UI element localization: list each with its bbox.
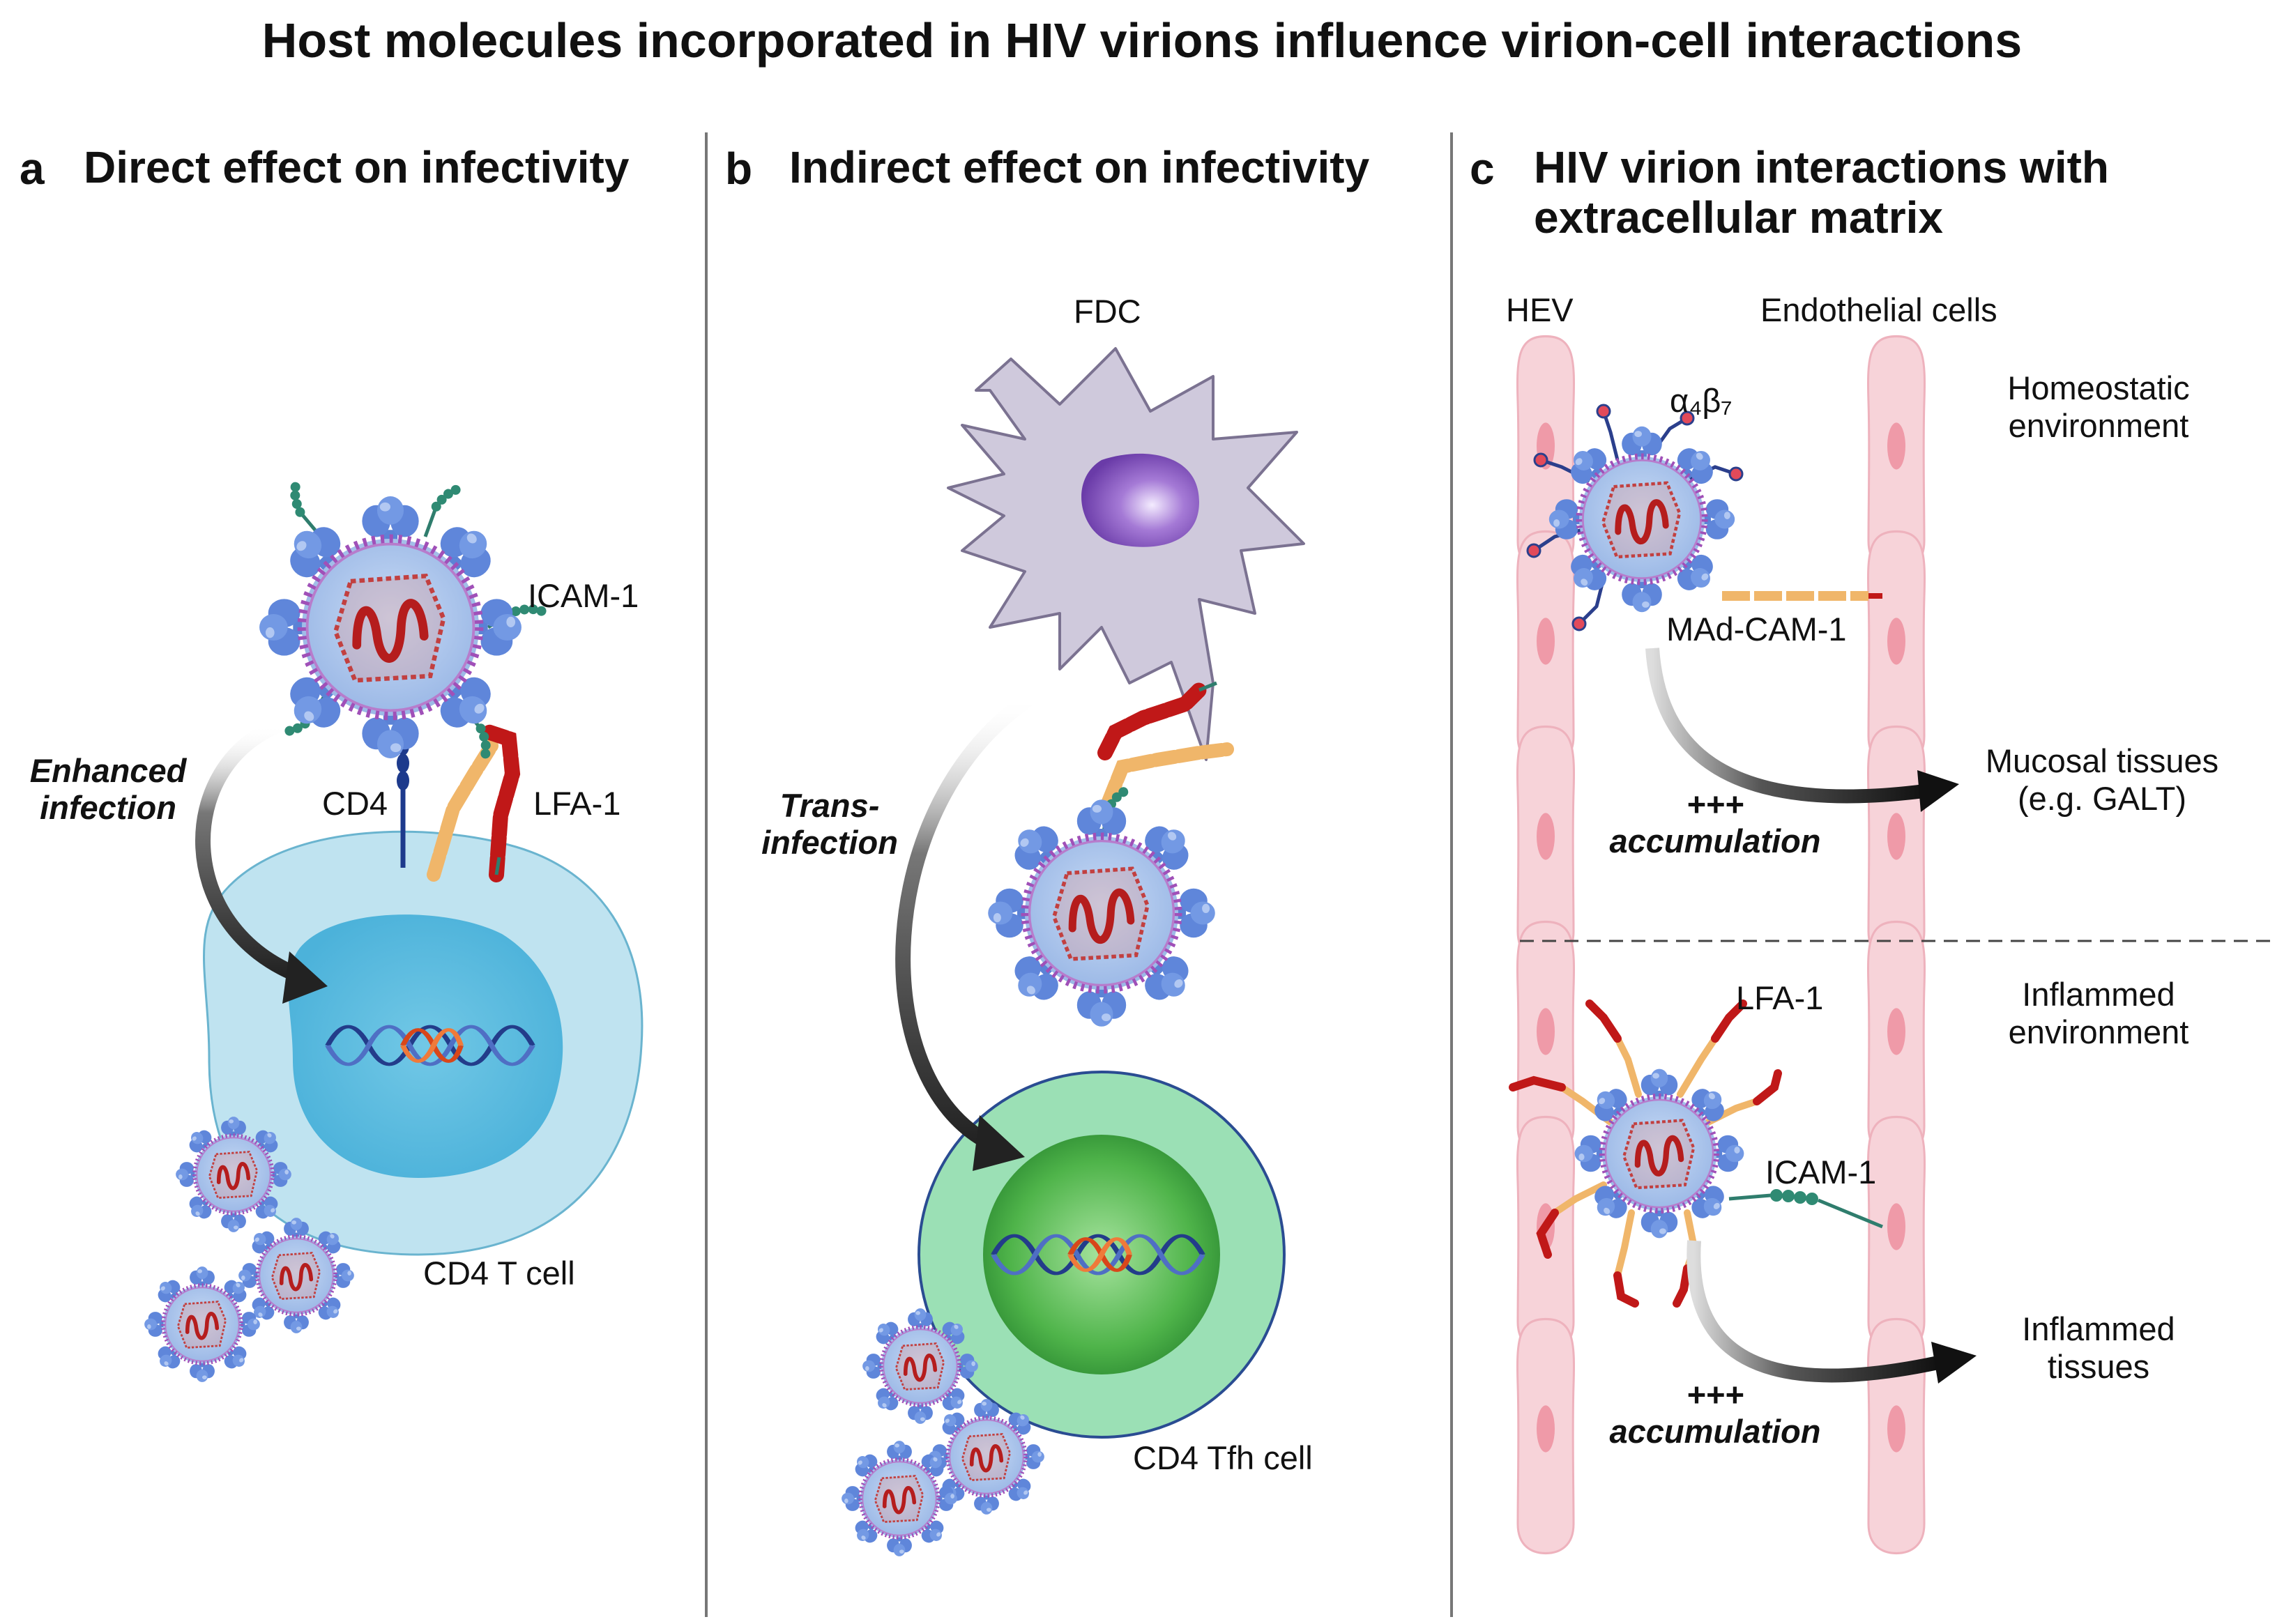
hiv-virion-main xyxy=(259,480,548,760)
enhanced-infection-line1: Enhanced xyxy=(29,752,187,789)
icam1-bridge xyxy=(1728,1189,1883,1229)
lfa1-label-a: LFA-1 xyxy=(533,785,621,822)
panel-c-letter: c xyxy=(1470,144,1495,194)
panel-c-heading-line2: extracellular matrix xyxy=(1534,192,1943,243)
inflamed-environment-label: Inflammed environment xyxy=(1973,976,2224,1051)
icam1-label-a: ICAM-1 xyxy=(528,577,639,614)
mucosal-tissues-label: Mucosal tissues (e.g. GALT) xyxy=(1949,742,2255,818)
inflamed-tissues-line1: Inflammed xyxy=(2022,1310,2175,1347)
fdc-lfa1 xyxy=(1097,681,1234,809)
panel-b-heading: Indirect effect on infectivity xyxy=(789,142,1370,192)
panel-c-artwork xyxy=(1509,335,2274,1555)
virion-lfa1 xyxy=(1509,999,1782,1308)
inflamed-tissues-label: Inflammed tissues xyxy=(1973,1310,2224,1386)
panel-a-artwork xyxy=(144,480,644,1382)
accumulation-2-line2: accumulation xyxy=(1609,1412,1821,1450)
virion-a4b7 xyxy=(1526,404,1744,631)
fdc-label: FDC xyxy=(1074,293,1141,330)
inflamed-env-line1: Inflammed xyxy=(2022,976,2175,1013)
mucosal-line1: Mucosal tissues xyxy=(1985,742,2219,779)
accumulation-label-1: +++ accumulation xyxy=(1583,786,1848,859)
divider-ab xyxy=(705,132,708,1617)
homeostatic-line1: Homeostatic xyxy=(2007,369,2190,406)
mucosal-line2: (e.g. GALT) xyxy=(2017,780,2187,818)
inflamed-env-line2: environment xyxy=(2008,1013,2189,1051)
cd4-label: CD4 xyxy=(322,785,388,822)
panel-b-letter: b xyxy=(725,144,753,194)
trans-infection-line1: Trans- xyxy=(779,787,880,824)
accumulation-label-2: +++ accumulation xyxy=(1583,1376,1848,1450)
cd4-t-cell xyxy=(203,830,644,1256)
hev-label: HEV xyxy=(1506,291,1574,328)
mucosal-accumulation-arrowhead xyxy=(1917,770,1959,812)
accumulation-1-line2: accumulation xyxy=(1609,822,1821,859)
cd4-tfh-cell xyxy=(918,1071,1286,1439)
panel-c-heading: HIV virion interactions with extracellul… xyxy=(1534,142,2109,243)
trans-infection-arrow xyxy=(895,690,1037,1150)
madcam1-label: MAd-CAM-1 xyxy=(1666,611,1847,648)
trans-infection-line2: infection xyxy=(761,823,898,861)
accumulation-2-line1: +++ xyxy=(1686,1376,1744,1413)
divider-bc xyxy=(1450,132,1453,1617)
accumulation-1-line1: +++ xyxy=(1686,786,1744,822)
homeostatic-line2: environment xyxy=(2008,407,2189,445)
mucosal-accumulation-arrow xyxy=(1645,648,1926,804)
panel-c-heading-line1: HIV virion interactions with xyxy=(1534,142,2109,192)
inflamed-accumulation-arrow xyxy=(1687,1240,1940,1383)
hiv-virion-b xyxy=(988,784,1215,1027)
cd4-tfh-cell-label: CD4 Tfh cell xyxy=(1133,1439,1313,1476)
enhanced-infection-arrowhead xyxy=(282,951,328,1004)
cd4-t-cell-label: CD4 T cell xyxy=(423,1255,575,1292)
figure-title: Host molecules incorporated in HIV virio… xyxy=(261,13,2023,68)
a4b7-label: α₄β₇ xyxy=(1670,382,1733,419)
trans-infection-arrowhead xyxy=(973,1115,1025,1171)
lfa1-molecule xyxy=(427,724,521,882)
lfa1-label-c: LFA-1 xyxy=(1736,979,1824,1016)
inflamed-tissues-line2: tissues xyxy=(2047,1348,2150,1386)
enhanced-infection-label: Enhanced infection xyxy=(28,752,188,826)
enhanced-infection-arrow xyxy=(195,717,303,983)
homeostatic-environment-label: Homeostatic environment xyxy=(1973,369,2224,445)
trans-infection-label: Trans- infection xyxy=(739,787,920,861)
panel-a-heading: Direct effect on infectivity xyxy=(84,142,630,192)
fdc-cell xyxy=(947,347,1305,761)
panel-a-letter: a xyxy=(20,144,45,194)
icam1-label-c: ICAM-1 xyxy=(1765,1154,1877,1190)
enhanced-infection-line2: infection xyxy=(40,788,176,826)
endothelial-cells-label: Endothelial cells xyxy=(1760,291,1997,328)
inflamed-accumulation-arrowhead xyxy=(1931,1342,1977,1384)
panel-b-artwork xyxy=(842,347,1305,1556)
